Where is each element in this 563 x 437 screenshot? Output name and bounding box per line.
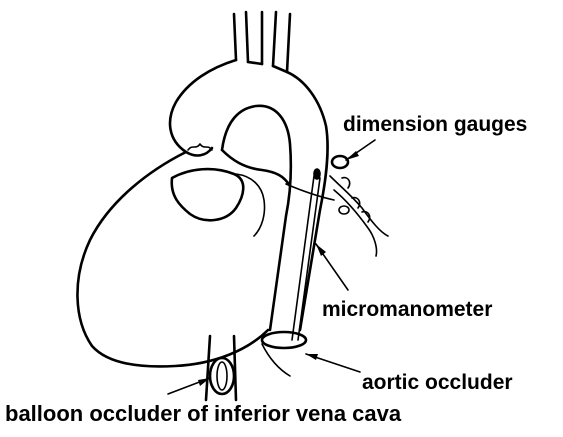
dimension-gauges: [330, 176, 388, 256]
arrow-aortic-occluder: [306, 354, 360, 372]
left-atrium: [172, 169, 244, 220]
pulmonary-veins: [236, 174, 265, 236]
arrow-micromanometer: [316, 244, 348, 290]
gauge-lead: [286, 184, 334, 200]
aortic-valve: [188, 144, 212, 150]
heart-right-contour: [222, 150, 290, 186]
arrow-dimension-gauges: [346, 140, 375, 160]
aortic-arch-inner: [222, 106, 291, 330]
label-micromanometer: micromanometer: [322, 299, 492, 320]
label-dimension-gauges: dimension gauges: [343, 114, 527, 135]
gauge-crystal-2: [339, 206, 349, 214]
balloon-occluder: [210, 358, 234, 394]
micromanometer-catheter: [292, 176, 320, 340]
aortic-occluder-ring: [262, 332, 306, 348]
label-aortic-occluder: aortic occluder: [362, 372, 513, 393]
vessel-branch-left: [234, 12, 248, 62]
aortic-arch-outer: [170, 60, 328, 330]
vessel-branch-right: [287, 14, 290, 72]
label-balloon-occluder: balloon occluder of inferior vena cava: [5, 403, 401, 425]
vessel-branch-mid: [262, 12, 276, 66]
catheter-tip: [314, 169, 320, 179]
gauge-crystal: [332, 156, 348, 168]
arrow-balloon-occluder: [168, 378, 210, 394]
